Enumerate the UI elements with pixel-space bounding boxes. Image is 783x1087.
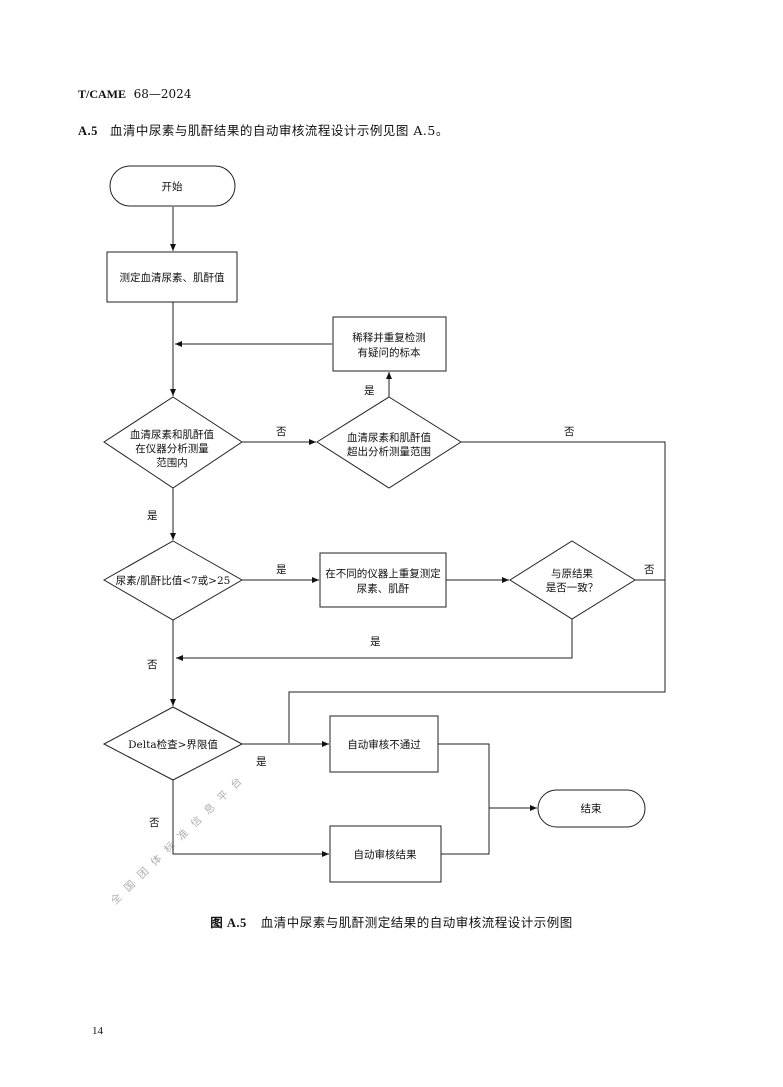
fail-label: 自动审核不通过 (347, 738, 421, 751)
end-label: 结束 (581, 802, 602, 815)
caption-text: 血清中尿素与肌酐测定结果的自动审核流程设计示例图 (260, 915, 573, 930)
standard-code: T/CAME (78, 87, 126, 101)
ratio-label: 尿素/肌酐比值<7或>25 (116, 574, 231, 587)
measure-label: 测定血清尿素、肌酐值 (120, 271, 225, 284)
inrange-label-2: 在仪器分析测量 (135, 442, 209, 455)
pass-label: 自动审核结果 (354, 848, 417, 861)
measure-box (106, 251, 238, 303)
outrange-label-1: 血清尿素和肌酐值 (347, 431, 431, 444)
edge-label-no: 否 (147, 659, 158, 671)
inrange-decision (103, 396, 243, 489)
section-text: 血清中尿素与肌酐结果的自动审核流程设计示例见图 A.5。 (109, 123, 449, 138)
edge-label-no: 否 (276, 426, 287, 438)
end-terminal (537, 789, 646, 828)
consistent-label-1: 与原结果 (551, 567, 593, 580)
dilute-box (332, 316, 447, 372)
outrange-decision (316, 396, 462, 489)
connector-delta-pass (172, 780, 329, 857)
figure-caption: 图 A.5 血清中尿素与肌酐测定结果的自动审核流程设计示例图 (0, 912, 783, 931)
start-terminal (109, 165, 236, 207)
delta-label: Delta检查>界限值 (128, 738, 218, 751)
caption-id: 图 A.5 (210, 916, 247, 930)
edge-label-yes: 是 (370, 636, 381, 648)
outrange-label-2: 超出分析测量范围 (347, 445, 431, 458)
section-id: A.5 (78, 124, 98, 138)
retest-label-1: 在不同的仪器上重复测定 (325, 567, 441, 580)
ratio-decision (102, 540, 244, 621)
standard-number: 68—2024 (133, 87, 192, 101)
consistent-decision (509, 540, 636, 620)
inrange-label-1: 血清尿素和肌酐值 (130, 428, 214, 441)
retest-box (319, 552, 447, 608)
delta-decision (102, 706, 244, 781)
fail-box (329, 715, 439, 773)
inrange-label-3: 范围内 (156, 456, 188, 469)
edge-label-no: 否 (149, 817, 160, 829)
page-number: 14 (92, 1025, 103, 1037)
pass-box (329, 825, 442, 883)
connector-results-merge (438, 743, 490, 855)
edge-label-no: 否 (644, 564, 655, 576)
edge-label-yes: 是 (256, 756, 267, 768)
dilute-label-1: 稀释并重复检测 (352, 331, 426, 344)
edge-label-no: 否 (564, 426, 575, 438)
consistent-label-2: 是否一致？ (546, 581, 599, 594)
start-label: 开始 (162, 180, 183, 193)
edge-label-yes: 是 (276, 564, 287, 576)
connector-consistent-yes (176, 619, 573, 661)
dilute-label-2: 有疑问的标本 (358, 346, 421, 359)
retest-label-2: 尿素、肌酐 (357, 582, 410, 595)
edge-label-yes: 是 (364, 385, 375, 397)
section-heading: A.5 血清中尿素与肌酐结果的自动审核流程设计示例见图 A.5。 (78, 120, 449, 139)
connector-outrange-delta (288, 441, 666, 743)
edge-label-yes: 是 (147, 510, 158, 522)
document-header: T/CAME 68—2024 (78, 87, 191, 102)
